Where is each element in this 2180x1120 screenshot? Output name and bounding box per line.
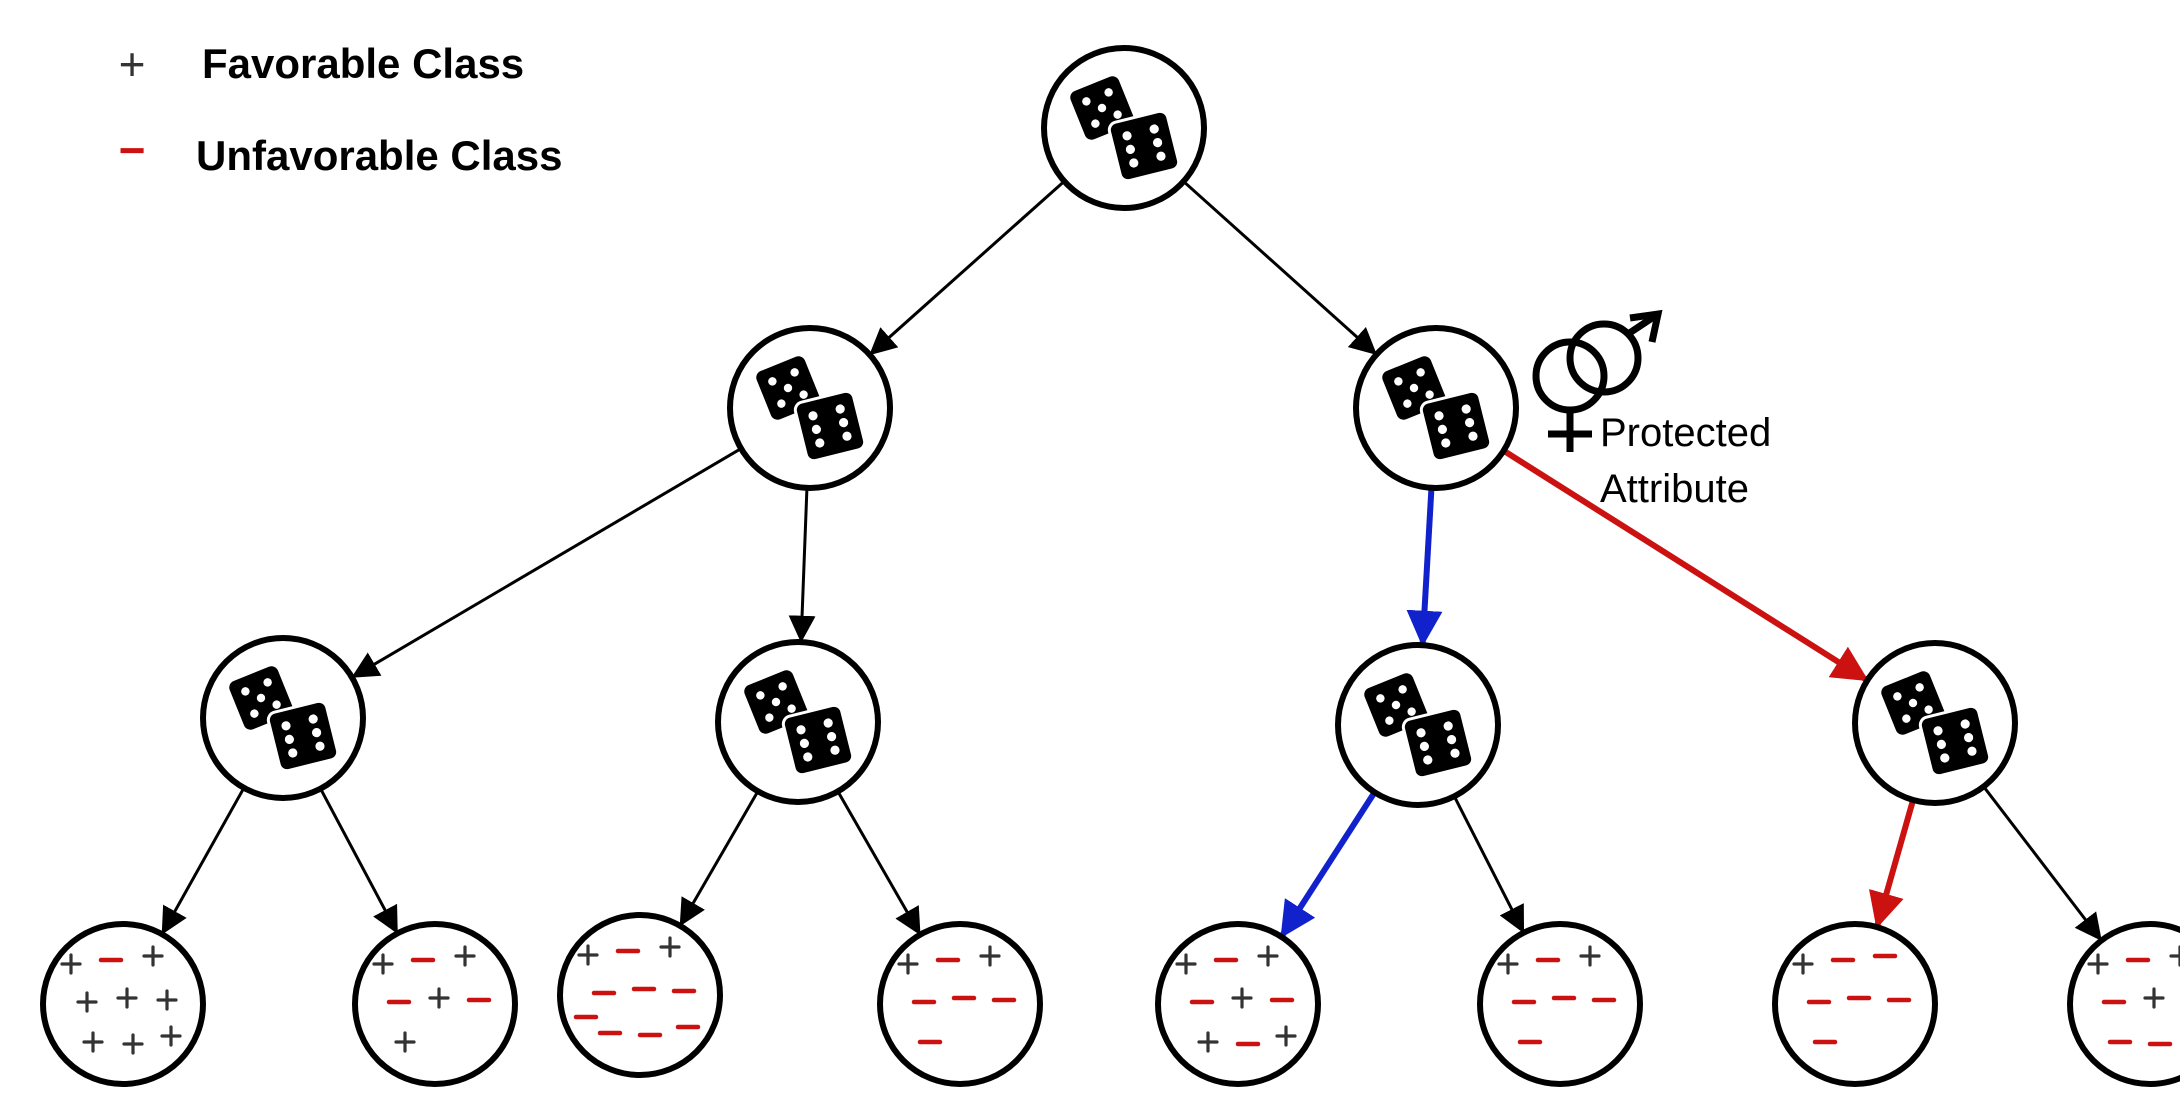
favorable-mark: [394, 1031, 416, 1053]
leaf-node-leaf-5: [1155, 921, 1321, 1087]
favorable-mark: [122, 1033, 144, 1055]
leaf-node-leaf-2: [352, 921, 518, 1087]
legend-favorable: + Favorable Class: [119, 38, 525, 90]
protected-attribute-label-line1: Protected: [1600, 411, 1771, 455]
legend-unfavorable: − Unfavorable Class: [119, 124, 563, 179]
legend-favorable-symbol: +: [119, 38, 146, 90]
legend-unfavorable-label: Unfavorable Class: [196, 132, 562, 179]
edge-level2-4-to-leaf-8: [1982, 785, 2102, 942]
favorable-mark: [82, 1031, 104, 1053]
legend: + Favorable Class − Unfavorable Class: [119, 38, 563, 179]
decision-node-level1-left: [727, 325, 893, 491]
edge-level2-2-to-leaf-4: [836, 790, 921, 936]
favorable-mark: [1257, 945, 1279, 967]
decision-node-level2-2: [715, 639, 881, 805]
edge-level1-right-to-level2-4: [1502, 448, 1869, 682]
decision-node-level2-3: [1335, 642, 1501, 808]
edge-level1-left-to-level2-2: [788, 487, 816, 643]
gender-symbol-icon: [1532, 309, 1663, 452]
favorable-mark: [454, 945, 476, 967]
edge-level1-left-to-level2-1: [351, 447, 742, 678]
protected-attribute-annotation: Protected Attribute: [1532, 309, 1771, 511]
leaf-node-leaf-6: [1477, 921, 1643, 1087]
favorable-mark: [1197, 1031, 1219, 1053]
leaf-node-leaf-1: [40, 921, 206, 1087]
favorable-mark: [659, 936, 681, 958]
favorable-mark: [142, 945, 164, 967]
favorable-mark: [156, 989, 178, 1011]
decision-node-level2-4: [1852, 640, 2018, 806]
favorable-mark: [1497, 953, 1519, 975]
favorable-mark: [60, 953, 82, 975]
edge-level2-4-to-leaf-7: [1869, 799, 1916, 929]
favorable-mark: [1275, 1025, 1297, 1047]
decision-node-root: [1041, 45, 1207, 211]
favorable-mark: [372, 953, 394, 975]
favorable-mark: [2087, 953, 2109, 975]
leaf-node-leaf-8: [2067, 921, 2180, 1087]
edge-root-to-level1-right: [1182, 180, 1377, 356]
edge-level2-3-to-leaf-5: [1279, 790, 1378, 939]
edge-level1-right-to-level2-3: [1406, 487, 1443, 647]
favorable-mark: [428, 987, 450, 1009]
decision-nodes: [200, 45, 2018, 808]
favorable-mark: [1579, 945, 1601, 967]
favorable-mark: [897, 953, 919, 975]
tree-edges: [161, 180, 2102, 942]
favorable-mark: [1792, 953, 1814, 975]
edge-level2-1-to-leaf-1: [161, 787, 246, 935]
favorable-mark: [979, 945, 1001, 967]
edge-level2-2-to-leaf-3: [679, 790, 760, 927]
favorable-mark: [76, 991, 98, 1013]
protected-attribute-label-line2: Attribute: [1600, 467, 1749, 511]
legend-unfavorable-symbol: −: [119, 124, 146, 176]
edge-level2-1-to-leaf-2: [319, 787, 398, 934]
favorable-mark: [1175, 953, 1197, 975]
edge-level2-3-to-leaf-6: [1452, 795, 1525, 934]
edge-root-to-level1-left: [869, 180, 1066, 356]
favorable-mark: [160, 1025, 182, 1047]
leaf-node-leaf-7: [1772, 921, 1938, 1087]
legend-favorable-label: Favorable Class: [202, 40, 524, 87]
decision-node-level1-right: [1353, 325, 1519, 491]
leaf-node-leaf-3: [557, 912, 723, 1078]
favorable-mark: [2169, 945, 2180, 967]
leaf-node-leaf-4: [877, 921, 1043, 1087]
leaf-nodes: [40, 912, 2180, 1087]
favorable-mark: [2143, 987, 2165, 1009]
favorable-mark: [1231, 987, 1253, 1009]
favorable-mark: [116, 987, 138, 1009]
favorable-mark: [577, 944, 599, 966]
decision-node-level2-1: [200, 635, 366, 801]
